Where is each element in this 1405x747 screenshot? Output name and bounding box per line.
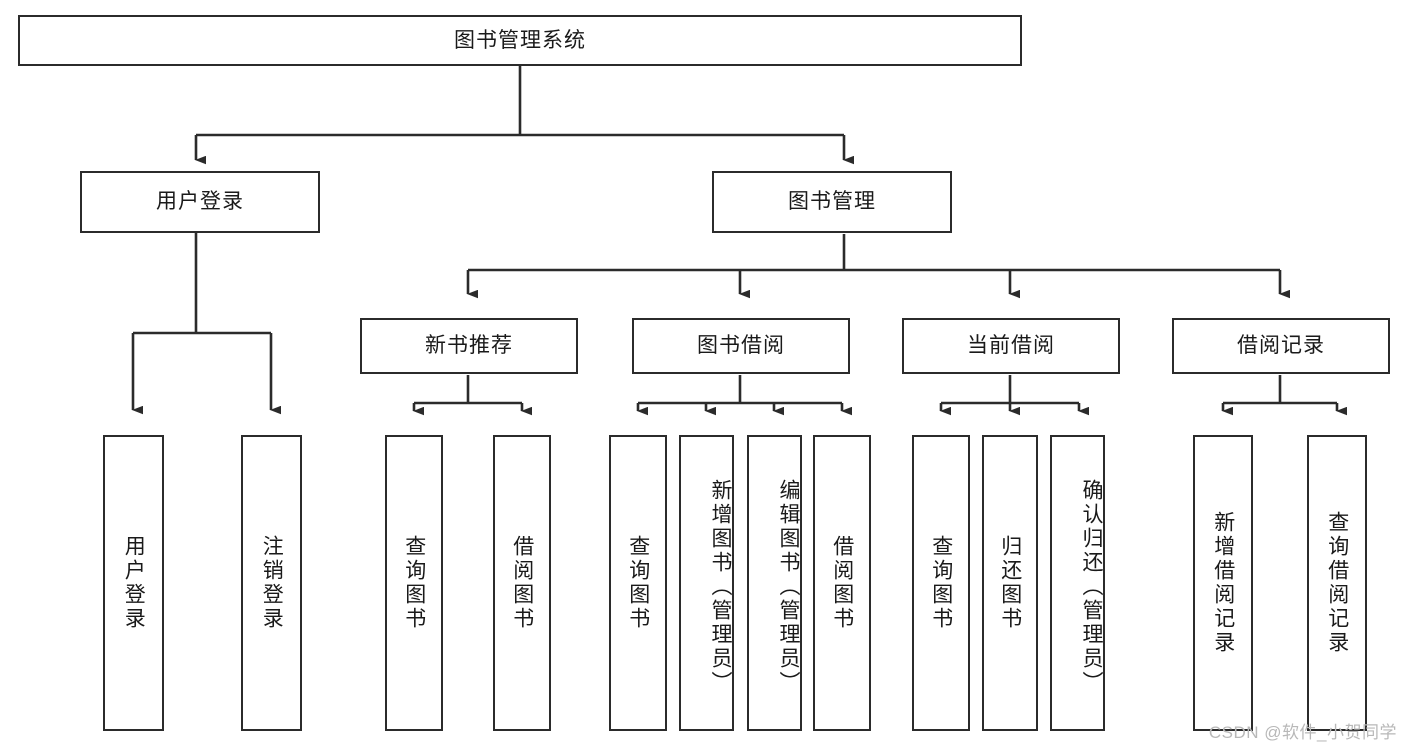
edge-group-user-login <box>131 232 281 415</box>
node-new-book-recommend[interactable]: 新书推荐 <box>360 318 578 374</box>
leaf-query-book-borrow[interactable]: 查询图书 <box>609 435 667 731</box>
node-current-borrow[interactable]: 当前借阅 <box>902 318 1120 374</box>
leaf-edit-book-admin[interactable]: 编辑图书（管理员） <box>747 435 802 731</box>
edge-group-borrow-record <box>1221 375 1347 416</box>
edge-group-book-borrow <box>636 375 852 416</box>
leaf-query-borrow-record[interactable]: 查询借阅记录 <box>1307 435 1367 731</box>
leaf-query-book-new-recommend[interactable]: 查询图书 <box>385 435 443 731</box>
node-root-book-management-system[interactable]: 图书管理系统 <box>18 15 1022 66</box>
leaf-add-book-admin[interactable]: 新增图书（管理员） <box>679 435 734 731</box>
edge-group-book-management <box>466 234 1290 299</box>
leaf-user-login[interactable]: 用户登录 <box>103 435 164 731</box>
leaf-logout-login[interactable]: 注销登录 <box>241 435 302 731</box>
leaf-borrow-book-borrow[interactable]: 借阅图书 <box>813 435 871 731</box>
edge-group-root <box>194 66 854 165</box>
node-borrow-record[interactable]: 借阅记录 <box>1172 318 1390 374</box>
leaf-borrow-book-new-recommend[interactable]: 借阅图书 <box>493 435 551 731</box>
node-user-login[interactable]: 用户登录 <box>80 171 320 233</box>
leaf-return-book[interactable]: 归还图书 <box>982 435 1038 731</box>
node-book-borrow[interactable]: 图书借阅 <box>632 318 850 374</box>
node-book-management[interactable]: 图书管理 <box>712 171 952 233</box>
leaf-query-book-current[interactable]: 查询图书 <box>912 435 970 731</box>
edge-group-new-book <box>412 375 532 416</box>
csdn-watermark: CSDN @软件_小贺同学 <box>1208 723 1397 742</box>
leaf-add-borrow-record[interactable]: 新增借阅记录 <box>1193 435 1253 731</box>
edge-group-current-borrow <box>939 375 1089 416</box>
leaf-confirm-return-admin[interactable]: 确认归还（管理员） <box>1050 435 1105 731</box>
